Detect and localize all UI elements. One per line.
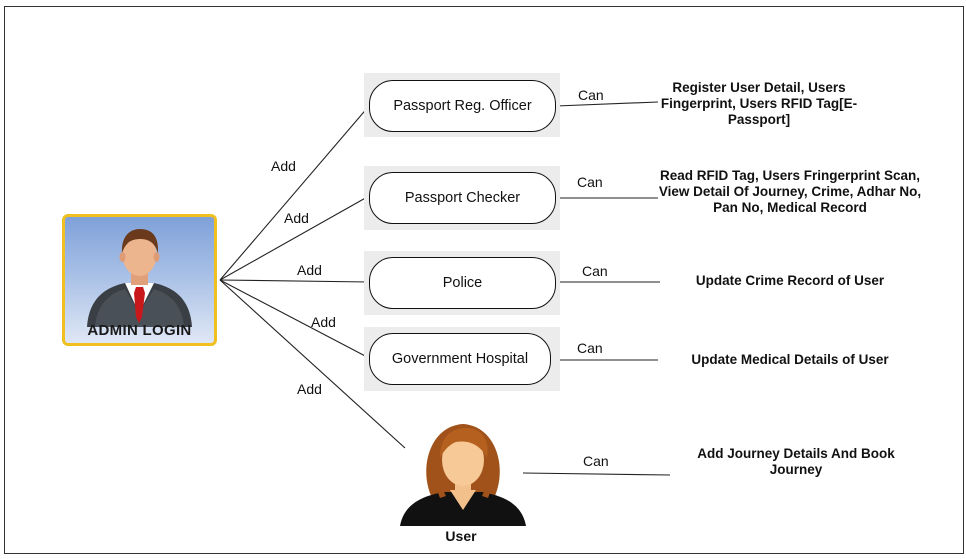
admin-avatar-icon bbox=[87, 229, 192, 327]
add-label-police: Add bbox=[297, 262, 322, 278]
add-label-reg-officer: Add bbox=[271, 158, 296, 174]
add-label-checker: Add bbox=[284, 210, 309, 226]
permission-checker: Read RFID Tag, Users Fringerprint Scan, … bbox=[658, 168, 922, 215]
can-label-police: Can bbox=[582, 263, 608, 279]
add-label-hospital: Add bbox=[311, 314, 336, 330]
edge-admin-user bbox=[219, 279, 406, 449]
permission-hospital: Update Medical Details of User bbox=[691, 352, 889, 367]
node-government-hospital: Government Hospital bbox=[369, 333, 551, 385]
can-label-reg-officer: Can bbox=[578, 87, 604, 103]
node-police: Police bbox=[369, 257, 556, 309]
edge-admin-passport-reg-officer bbox=[219, 105, 370, 281]
edge-reg-officer-permission bbox=[555, 101, 659, 107]
edge-admin-police bbox=[219, 279, 370, 283]
user-label: User bbox=[445, 528, 477, 544]
permission-police: Update Crime Record of User bbox=[695, 273, 885, 288]
can-label-checker: Can bbox=[577, 174, 603, 190]
can-label-hospital: Can bbox=[577, 340, 603, 356]
edge-admin-government-hospital bbox=[219, 279, 370, 359]
admin-login-label: ADMIN LOGIN bbox=[87, 322, 192, 339]
permission-reg-officer: Register User Detail, Users Fingerprint,… bbox=[660, 80, 858, 127]
user-avatar-icon bbox=[400, 424, 526, 526]
edge-admin-passport-checker bbox=[219, 195, 370, 281]
admin-login-card: ADMIN LOGIN bbox=[62, 214, 217, 346]
add-label-user: Add bbox=[297, 381, 322, 397]
node-passport-reg-officer: Passport Reg. Officer bbox=[369, 80, 556, 132]
edge-user-permission bbox=[522, 472, 671, 476]
can-label-user: Can bbox=[583, 453, 609, 469]
permission-user: Add Journey Details And Book Journey bbox=[697, 446, 895, 477]
node-passport-checker: Passport Checker bbox=[369, 172, 556, 224]
